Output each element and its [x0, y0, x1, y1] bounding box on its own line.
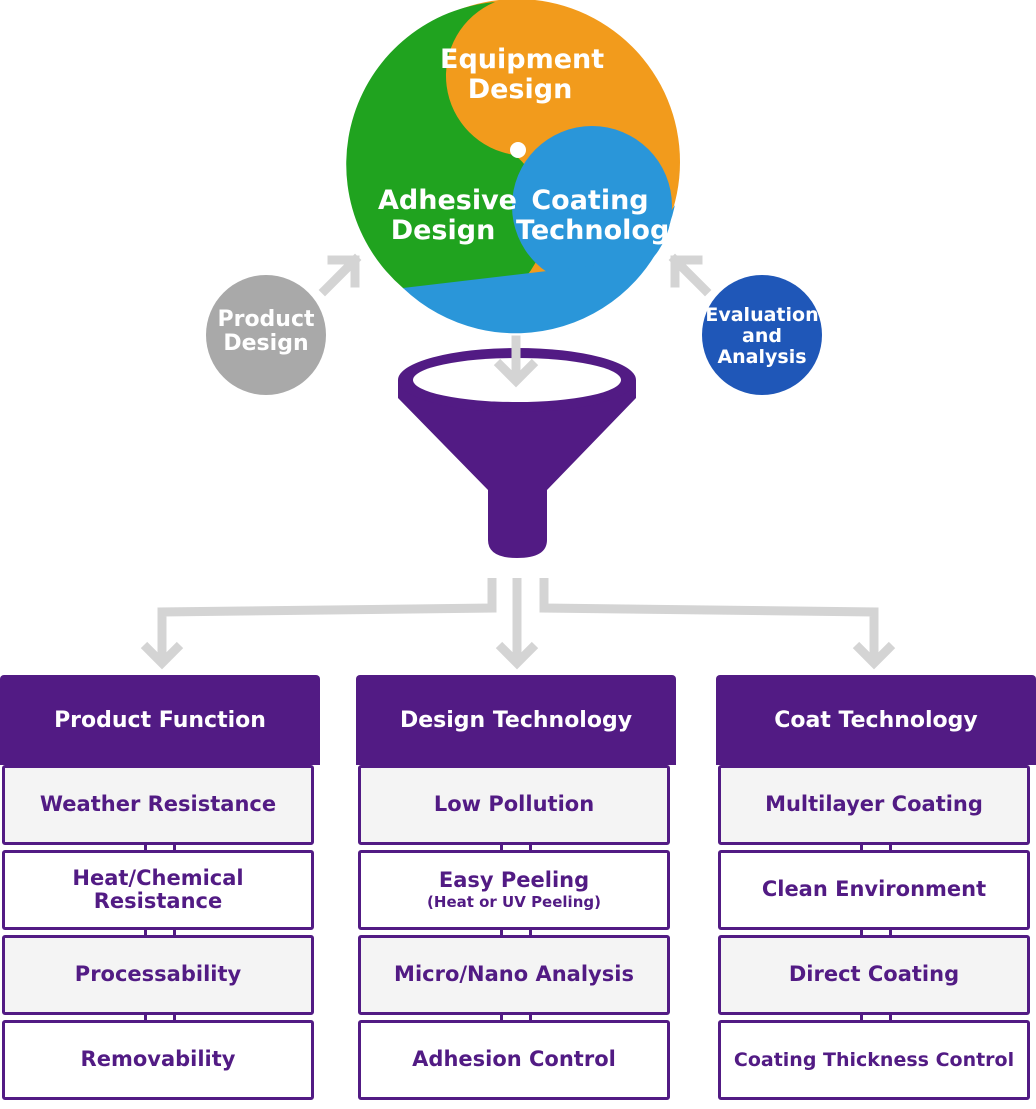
right-branch-arrow	[539, 578, 879, 660]
right-branch-arrow-head	[852, 641, 896, 670]
item-label: Low Pollution	[433, 792, 595, 817]
column-title: Coat Technology	[716, 675, 1036, 765]
column-design-technology: Design Technology Low Pollution Easy Pee…	[356, 675, 676, 1107]
left-branch-arrow	[157, 578, 497, 660]
left-branch-arrow-head	[140, 641, 184, 670]
branch-arrows	[140, 578, 896, 670]
item-label: Processability	[74, 962, 242, 987]
list-item: Low Pollution	[358, 765, 670, 845]
column-title: Product Function	[0, 675, 320, 765]
blue-sector	[512, 126, 672, 286]
item-label: Clean Environment	[761, 877, 987, 902]
evaluation-node	[702, 275, 822, 395]
equipment-design-label: Equipment Design	[440, 44, 605, 105]
left-up-arrow-shaft	[318, 253, 362, 297]
list-item: Weather Resistance	[2, 765, 314, 845]
list-item: Processability	[2, 935, 314, 1015]
blue-sector-lower	[403, 205, 675, 334]
item-label: Easy Peeling	[438, 868, 590, 893]
center-gap	[510, 142, 526, 158]
right-up-arrow-shaft	[668, 253, 712, 297]
list-item: Coating Thickness Control	[718, 1020, 1030, 1100]
list-item: Removability	[2, 1020, 314, 1100]
technology-circle	[346, 0, 680, 334]
column-title: Design Technology	[356, 675, 676, 765]
item-sublabel: (Heat or UV Peeling)	[427, 893, 601, 912]
item-label: Removability	[80, 1047, 236, 1072]
item-label: Micro/Nano Analysis	[394, 962, 634, 987]
green-sector	[346, 2, 546, 309]
evaluation-analysis-label: Evaluation and Analysis	[705, 304, 819, 368]
item-label: Weather Resistance	[39, 792, 277, 817]
coating-technology-label: Coating Technology	[516, 185, 687, 246]
item-label: Heat/Chemical Resistance	[72, 865, 244, 913]
list-item: Clean Environment	[718, 850, 1030, 930]
product-design-label: Product Design	[217, 307, 315, 357]
list-item: Adhesion Control	[358, 1020, 670, 1100]
right-up-arrow-head	[670, 255, 703, 288]
column-coat-technology: Coat Technology Multilayer Coating Clean…	[716, 675, 1036, 1107]
list-item: Micro/Nano Analysis	[358, 935, 670, 1015]
left-up-arrow-head	[327, 255, 360, 288]
center-branch-arrow-head	[495, 641, 539, 670]
product-design-node	[206, 275, 326, 395]
list-item: Direct Coating	[718, 935, 1030, 1015]
funnel-icon	[398, 340, 636, 558]
adhesive-design-label: Adhesive Design	[378, 185, 517, 246]
list-item: Easy Peeling (Heat or UV Peeling)	[358, 850, 670, 930]
list-item: Multilayer Coating	[718, 765, 1030, 845]
item-label: Direct Coating	[788, 962, 960, 987]
item-label: Multilayer Coating	[765, 792, 983, 817]
list-item: Heat/Chemical Resistance	[2, 850, 314, 930]
column-product-function: Product Function Weather Resistance Heat…	[0, 675, 320, 1107]
item-label: Adhesion Control	[412, 1047, 616, 1072]
item-label: Coating Thickness Control	[733, 1048, 1015, 1071]
